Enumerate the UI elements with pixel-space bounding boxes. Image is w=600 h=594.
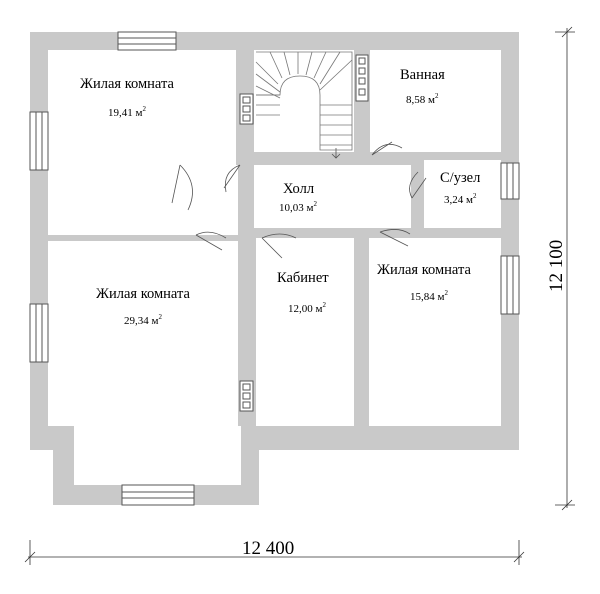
staircase <box>255 51 353 159</box>
vent-shafts <box>239 54 369 412</box>
room-name-bathroom: Ванная <box>400 67 445 83</box>
room-name-living-3: Жилая комната <box>377 262 472 278</box>
window-left-lower <box>29 303 49 363</box>
dimension-horizontal <box>24 540 525 565</box>
room-area-wc: 3,24 м2 <box>444 192 477 206</box>
window-top <box>117 31 177 51</box>
window-right-room <box>500 255 520 315</box>
dimension-height-label: 12 100 <box>546 240 567 292</box>
room-area-bathroom: 8,58 м2 <box>406 92 439 106</box>
room-name-hall: Холл <box>283 181 314 197</box>
room-floors <box>48 50 501 485</box>
window-right-wc <box>500 162 520 200</box>
room-labels: Жилая комната 19,41 м2 Ванная 8,58 м2 Хо… <box>80 67 480 327</box>
room-area-study: 12,00 м2 <box>288 301 326 315</box>
dimension-width-label: 12 400 <box>242 538 294 559</box>
room-name-living-2: Жилая комната <box>96 286 191 302</box>
room-area-living-3: 15,84 м2 <box>410 289 448 303</box>
room-name-study: Кабинет <box>277 270 329 286</box>
room-area-living-1: 19,41 м2 <box>108 105 146 119</box>
window-bottom <box>121 484 195 506</box>
doors <box>171 141 427 259</box>
room-area-hall: 10,03 м2 <box>279 200 317 214</box>
room-area-living-2: 29,34 м2 <box>124 313 162 327</box>
windows <box>29 31 520 506</box>
room-name-living-1: Жилая комната <box>80 76 175 92</box>
dimension-vertical <box>555 26 575 511</box>
room-name-wc: С/узел <box>440 170 480 186</box>
window-left-upper <box>29 111 49 171</box>
